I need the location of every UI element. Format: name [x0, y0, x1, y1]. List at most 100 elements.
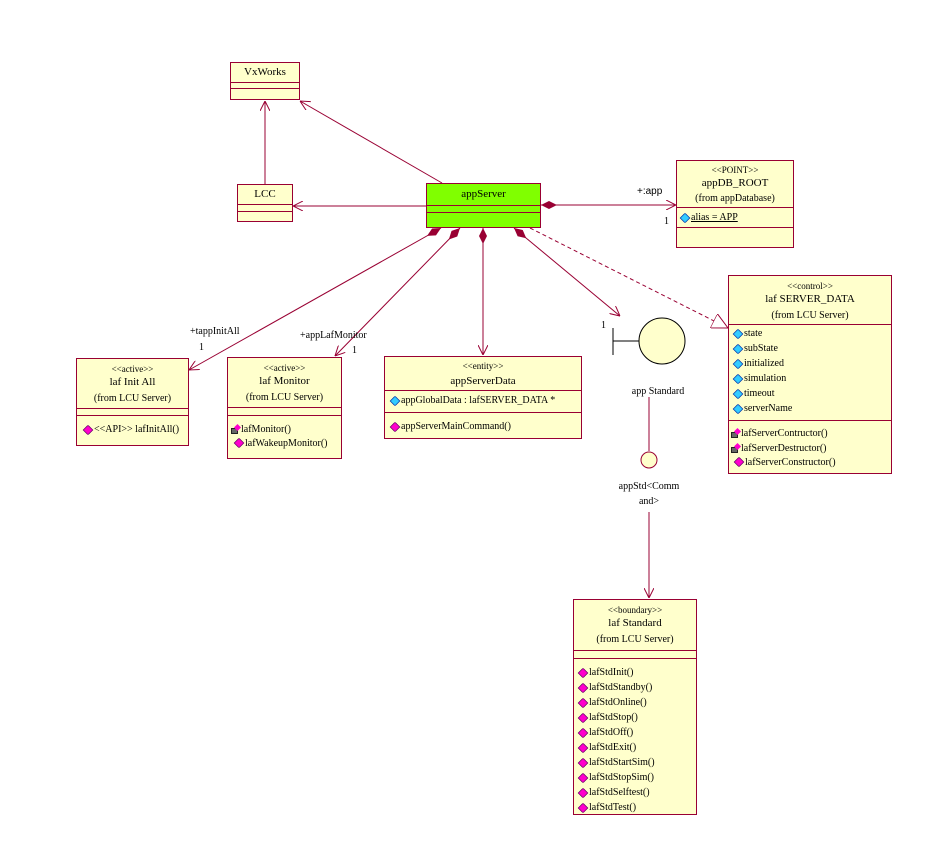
class-name: VxWorks	[231, 63, 299, 83]
operation-icon	[733, 456, 745, 468]
operation-icon	[577, 757, 589, 768]
attribute-compartment	[427, 206, 540, 213]
operation-compartment	[677, 228, 793, 238]
attribute-row[interactable]: appGlobalData : lafSERVER_DATA *	[389, 393, 576, 408]
stereotype: <<control>>	[787, 281, 833, 291]
multiplicity-label-tappinitall: 1	[199, 342, 204, 353]
operation-icon	[233, 437, 245, 449]
operation-icon	[577, 727, 589, 738]
class-name: appDB_ROOT	[701, 177, 769, 189]
appserver-to-vxworks-association	[300, 101, 443, 184]
class-lafstandard[interactable]: <<boundary>> laf Standard (from LCU Serv…	[573, 599, 697, 815]
class-name: laf Monitor	[259, 375, 310, 387]
operation-compartment: <<API>> lafInitAll()	[77, 416, 188, 443]
attribute-row[interactable]: initialized	[732, 356, 887, 371]
operation-row[interactable]: lafStdExit()	[577, 740, 692, 755]
class-name: LCC	[238, 185, 292, 205]
stereotype: <<POINT>>	[711, 165, 759, 175]
attribute-row[interactable]: timeout	[732, 386, 887, 401]
operation-row[interactable]: lafServerDestructor()	[731, 441, 889, 455]
attribute-compartment	[231, 83, 299, 89]
appserver-to-appstandard-composition	[513, 227, 620, 316]
role-label-applafmonitor: +appLafMonitor	[300, 330, 367, 341]
attribute-row[interactable]: state	[732, 326, 887, 341]
attribute-icon	[732, 388, 744, 399]
operation-compartment: lafMonitor() lafWakeupMonitor()	[228, 416, 341, 456]
operation-row[interactable]: lafStdStartSim()	[577, 755, 692, 770]
attribute-icon	[389, 395, 401, 406]
class-lafinitall[interactable]: <<active>> laf Init All (from LCU Server…	[76, 358, 189, 446]
app-standard-circle[interactable]	[638, 317, 686, 365]
operation-row[interactable]: lafStdInit()	[577, 665, 692, 680]
attribute-compartment	[228, 408, 341, 416]
attribute-row[interactable]: serverName	[732, 401, 887, 416]
operation-row[interactable]: <<API>> lafInitAll()	[82, 422, 182, 437]
class-appdb-root[interactable]: <<POINT>> appDB_ROOT (from appDatabase) …	[676, 160, 794, 248]
operation-row[interactable]: lafStdTest()	[577, 800, 692, 815]
operation-row[interactable]: lafStdOnline()	[577, 695, 692, 710]
package-origin: (from LCU Server)	[93, 393, 172, 404]
class-lafserver-data[interactable]: <<control>> laf SERVER_DATA (from LCU Se…	[728, 275, 892, 474]
appserver-realizes-lafserverdata	[529, 227, 728, 328]
operation-compartment: lafServerContructor() lafServerDestructo…	[729, 421, 891, 469]
operation-icon	[577, 712, 589, 723]
attribute-icon	[732, 403, 744, 414]
attribute-compartment: alias = APP	[677, 208, 793, 228]
operation-row[interactable]: lafServerConstructor()	[731, 455, 889, 469]
operation-compartment: lafStdInit() lafStdStandby() lafStdOnlin…	[574, 659, 696, 815]
interface-label-appstd-command-line1: appStd<Comm	[618, 481, 680, 492]
appstd-command-interface-circle[interactable]	[640, 451, 658, 469]
operation-icon	[577, 772, 589, 783]
class-appserver[interactable]: appServer	[426, 183, 541, 228]
attribute-compartment	[238, 205, 292, 212]
operation-icon	[577, 802, 589, 813]
class-lcc[interactable]: LCC	[237, 184, 293, 222]
class-name: appServer	[427, 184, 540, 206]
attribute-row[interactable]: simulation	[732, 371, 887, 386]
operation-row[interactable]: lafStdSelftest()	[577, 785, 692, 800]
operation-compartment: appServerMainCommand()	[385, 413, 581, 434]
operation-compartment	[231, 89, 299, 95]
class-vxworks[interactable]: VxWorks	[230, 62, 300, 100]
operation-row[interactable]: appServerMainCommand()	[389, 419, 576, 434]
attribute-compartment: appGlobalData : lafSERVER_DATA *	[385, 391, 581, 413]
attribute-icon	[732, 373, 744, 384]
attribute-icon	[679, 212, 691, 223]
class-name: laf SERVER_DATA	[765, 293, 855, 305]
interface-label-app-standard: app Standard	[631, 386, 685, 397]
operation-row[interactable]: lafStdStop()	[577, 710, 692, 725]
class-appserverdata[interactable]: <<entity>> appServerData appGlobalData :…	[384, 356, 582, 439]
stereotype: <<boundary>>	[607, 605, 663, 615]
appserver-to-lafinitall-composition	[189, 227, 442, 370]
class-name: laf Standard	[608, 617, 662, 629]
attribute-icon	[732, 328, 744, 339]
attribute-compartment	[77, 409, 188, 416]
operation-icon	[577, 742, 589, 753]
attribute-row[interactable]: subState	[732, 341, 887, 356]
operation-icon	[82, 424, 94, 435]
package-origin: (from LCU Server)	[771, 310, 849, 321]
operation-row[interactable]: lafWakeupMonitor()	[231, 436, 338, 450]
attribute-icon	[732, 343, 744, 354]
multiplicity-label-applafmonitor: 1	[352, 345, 357, 356]
operation-row[interactable]: lafStdStandby()	[577, 680, 692, 695]
operation-row[interactable]: lafStdOff()	[577, 725, 692, 740]
class-name: laf Init All	[109, 376, 156, 388]
operation-row[interactable]: lafServerContructor()	[731, 426, 889, 441]
role-label-tappinitall: +tappInitAll	[190, 326, 240, 337]
operation-compartment	[238, 212, 292, 218]
package-origin: (from appDatabase)	[695, 193, 775, 204]
attribute-row[interactable]: alias = APP	[679, 210, 790, 225]
operation-icon	[577, 667, 589, 678]
package-origin: (from LCU Server)	[596, 634, 674, 645]
attribute-icon	[732, 358, 744, 369]
operation-icon	[577, 682, 589, 693]
operation-icon	[389, 421, 401, 432]
appserver-to-lafmonitor-composition	[335, 227, 461, 356]
operation-row[interactable]: lafStdStopSim()	[577, 770, 692, 785]
class-lafmonitor[interactable]: <<active>> laf Monitor (from LCU Server)…	[227, 357, 342, 459]
multiplicity-label-app: 1	[664, 216, 669, 227]
operation-row[interactable]: lafMonitor()	[231, 422, 338, 436]
attribute-compartment	[574, 651, 696, 659]
